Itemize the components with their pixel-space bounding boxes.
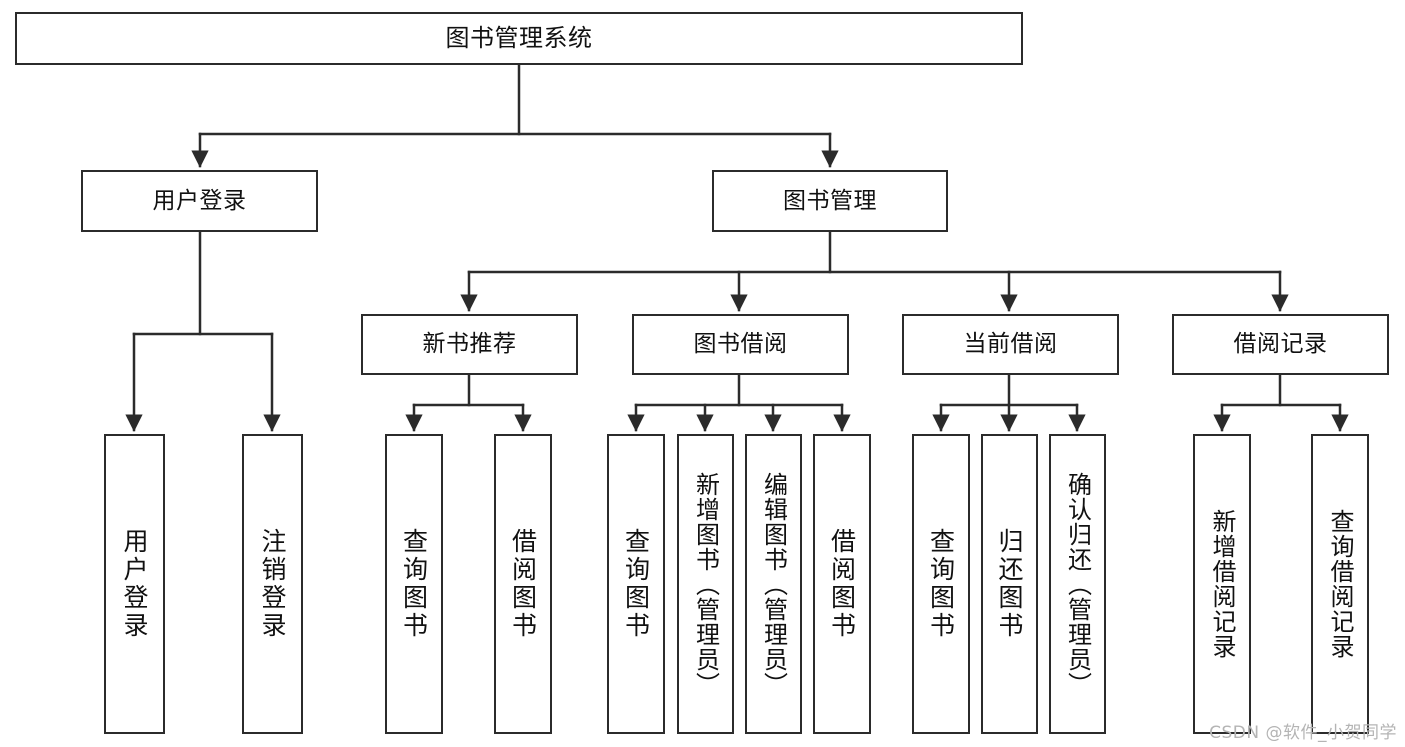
node-leaf-borrow-book-1-label: 借阅图书	[508, 528, 538, 640]
csdn-watermark: CSDN @软件_小贺同学	[1209, 723, 1397, 743]
node-book-borrow[interactable]: 图书借阅	[632, 314, 849, 375]
node-leaf-query-book-3-label: 查询图书	[926, 528, 956, 640]
node-book-mgmt-label: 图书管理	[783, 187, 877, 214]
node-leaf-return-book-label: 归还图书	[995, 528, 1024, 640]
node-leaf-user-login-label: 用户登录	[120, 528, 149, 640]
node-user-login-label: 用户登录	[152, 187, 247, 214]
node-leaf-edit-book-label: 编辑图书（管理员）	[759, 471, 788, 697]
node-root-label: 图书管理系统	[445, 23, 593, 52]
node-new-book-rec-label: 新书推荐	[422, 331, 517, 358]
node-book-mgmt[interactable]: 图书管理	[712, 170, 948, 232]
node-leaf-logout[interactable]: 注销登录	[242, 434, 303, 734]
node-book-borrow-label: 图书借阅	[693, 331, 788, 358]
node-leaf-confirm-return-label: 确认归还（管理员）	[1063, 471, 1092, 697]
node-current-borrow[interactable]: 当前借阅	[902, 314, 1119, 375]
node-current-borrow-label: 当前借阅	[963, 331, 1058, 358]
node-borrow-record[interactable]: 借阅记录	[1172, 314, 1389, 375]
node-leaf-add-record-label: 新增借阅记录	[1208, 509, 1236, 659]
node-leaf-query-book-2[interactable]: 查询图书	[607, 434, 665, 734]
node-leaf-query-book-2-label: 查询图书	[621, 528, 651, 640]
node-leaf-logout-label: 注销登录	[258, 528, 287, 640]
node-leaf-add-record[interactable]: 新增借阅记录	[1193, 434, 1251, 734]
node-leaf-query-book-1-label: 查询图书	[399, 528, 429, 640]
node-user-login[interactable]: 用户登录	[81, 170, 318, 232]
node-leaf-query-book-3[interactable]: 查询图书	[912, 434, 970, 734]
node-leaf-add-book[interactable]: 新增图书（管理员）	[677, 434, 734, 734]
node-leaf-query-record-label: 查询借阅记录	[1326, 509, 1354, 659]
node-borrow-record-label: 借阅记录	[1233, 331, 1328, 358]
node-leaf-borrow-book-1[interactable]: 借阅图书	[494, 434, 552, 734]
node-leaf-borrow-book-2[interactable]: 借阅图书	[813, 434, 871, 734]
node-leaf-return-book[interactable]: 归还图书	[981, 434, 1038, 734]
node-leaf-query-record[interactable]: 查询借阅记录	[1311, 434, 1369, 734]
node-leaf-borrow-book-2-label: 借阅图书	[827, 528, 857, 640]
node-root[interactable]: 图书管理系统	[15, 12, 1023, 65]
node-leaf-user-login[interactable]: 用户登录	[104, 434, 165, 734]
node-leaf-edit-book[interactable]: 编辑图书（管理员）	[745, 434, 802, 734]
node-new-book-rec[interactable]: 新书推荐	[361, 314, 578, 375]
node-leaf-query-book-1[interactable]: 查询图书	[385, 434, 443, 734]
node-leaf-add-book-label: 新增图书（管理员）	[691, 471, 720, 697]
node-leaf-confirm-return[interactable]: 确认归还（管理员）	[1049, 434, 1106, 734]
